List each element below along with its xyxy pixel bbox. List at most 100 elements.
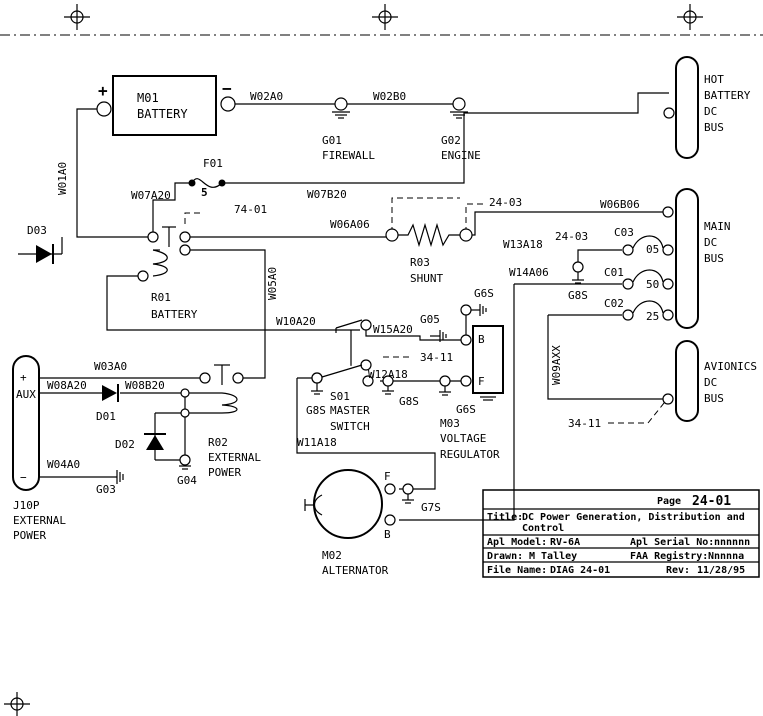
wiring [18,92,669,521]
wire-w02b0: W02B0 [373,90,406,103]
page-label: Page [657,496,681,507]
ground-g03: G03 [96,470,124,496]
wire-w06a06: W06A06 [330,218,370,231]
r02-l1: EXTERNAL [208,451,261,464]
j10p-plus: + [20,371,27,384]
wire-w04a0: W04A0 [47,458,80,471]
file-label: File Name: [487,564,547,576]
avionics-bus-l2: DC [704,376,717,389]
battery-plus: + [98,81,108,100]
drawn-value: M Talley [529,551,577,562]
breaker-c01: C01 50 [604,266,674,291]
j10p-minus: − [20,471,27,484]
c01-value: 50 [646,278,659,291]
serial-label: Apl Serial No: [630,536,714,548]
voltage-regulator-m03: B F G6S M03 VOLTAGE REGULATOR [439,325,504,461]
hot-bus-l3: DC [704,105,717,118]
alternator-f: F [384,470,391,483]
wire-w15a20: W15A20 [373,323,413,336]
wire-w08b20: W08B20 [125,379,165,392]
c03-value: 05 [646,243,659,256]
regulator-l1: VOLTAGE [440,432,486,445]
title-label: Title: [487,511,523,523]
wire-w09axx: W09AXX [550,345,563,385]
hot-bus-l4: BUS [704,121,724,134]
registration-mark-top-right [677,4,703,30]
wire-w10a20: W10A20 [276,315,316,328]
wire-w07b20: W07B20 [307,188,347,201]
regulator-f: F [478,375,485,388]
wire-w14a06: W14A06 [509,266,549,279]
switch-l1: MASTER [330,404,370,417]
registration-mark-top-center [372,4,398,30]
wire-w08a20: W08A20 [47,379,87,392]
external-power-connector-j10p: + AUX − J10P EXTERNAL POWER [12,355,66,542]
breaker-c03: C03 05 [614,226,674,256]
serial-value: nnnnnn [714,537,750,548]
c02-id: C02 [604,297,624,310]
ground-g01 [332,97,350,119]
wire-w12a18: W12A18 [368,368,408,381]
wire-w03a0: W03A0 [94,360,127,373]
r01-id: R01 [151,291,171,304]
faa-label: FAA Registry: [630,550,708,562]
c01-id: C01 [604,266,624,279]
avionics-dc-bus: AVIONICS DC BUS [662,340,757,422]
ground-g6s-top: G6S [460,287,494,316]
ref-34-11-b: 34-11 [568,417,601,430]
ref-24-03-b: 24-03 [555,230,588,243]
main-bus-l3: BUS [704,252,724,265]
title-line1: DC Power Generation, Distribution and [522,511,745,523]
j10p-aux: AUX [16,388,36,401]
g8s-left-label: G8S [306,404,326,417]
regulator-l2: REGULATOR [440,448,500,461]
faa-value: Nnnnna [708,551,744,562]
g6s-top-label: G6S [474,287,494,300]
rev-value: 11/28/95 [697,565,745,576]
file-value: DIAG 24-01 [550,565,610,576]
shunt-id: R03 [410,256,430,269]
hot-bus-l2: BATTERY [704,89,751,102]
ground-g8s-left: G8S [306,372,326,417]
wire-w02a0: W02A0 [250,90,283,103]
ground-g04: G04 [177,454,197,487]
alternator-b: B [384,528,391,541]
g04-label: G04 [177,474,197,487]
battery-id: M01 [137,91,159,105]
relay-r01: R01 BATTERY [137,226,198,321]
wire-w01a0: W01A0 [56,162,69,195]
g03-label: G03 [96,483,116,496]
registration-mark-bottom-left [4,692,30,716]
r01-label: BATTERY [151,308,198,321]
c03-id: C03 [614,226,634,239]
ground-g02 [450,97,468,119]
g8s-mid-label: G8S [399,395,419,408]
g02-id: G02 [441,134,461,147]
main-dc-bus: MAIN DC BUS [662,188,731,329]
model-label: Apl Model: [487,537,547,548]
g8s-bus-label: G8S [568,289,588,302]
avionics-bus-l3: BUS [704,392,724,405]
avionics-bus-l1: AVIONICS [704,360,757,373]
shunt-r03: R03 SHUNT [385,222,473,285]
switch-l2: SWITCH [330,420,370,433]
registration-mark-top-left [64,4,90,30]
d01-label: D01 [96,410,116,423]
battery-minus: − [222,79,232,98]
fuse-f01: F01 5 [188,157,226,199]
g6s-reg-label: G6S [456,403,476,416]
j10p-l2: POWER [13,529,46,542]
ground-g05: G05 [420,313,447,342]
shunt-label: SHUNT [410,272,443,285]
regulator-id: M03 [440,417,460,430]
rev-label: Rev: [666,565,690,576]
g05-label: G05 [420,313,440,326]
switch-id: S01 [330,390,350,403]
g02-label: ENGINE [441,149,481,162]
c02-value: 25 [646,310,659,323]
alternator-label: ALTERNATOR [322,564,389,577]
diode-d01: D01 [96,384,119,423]
diode-d02: D02 [115,433,185,461]
hot-bus-l1: HOT [704,73,724,86]
